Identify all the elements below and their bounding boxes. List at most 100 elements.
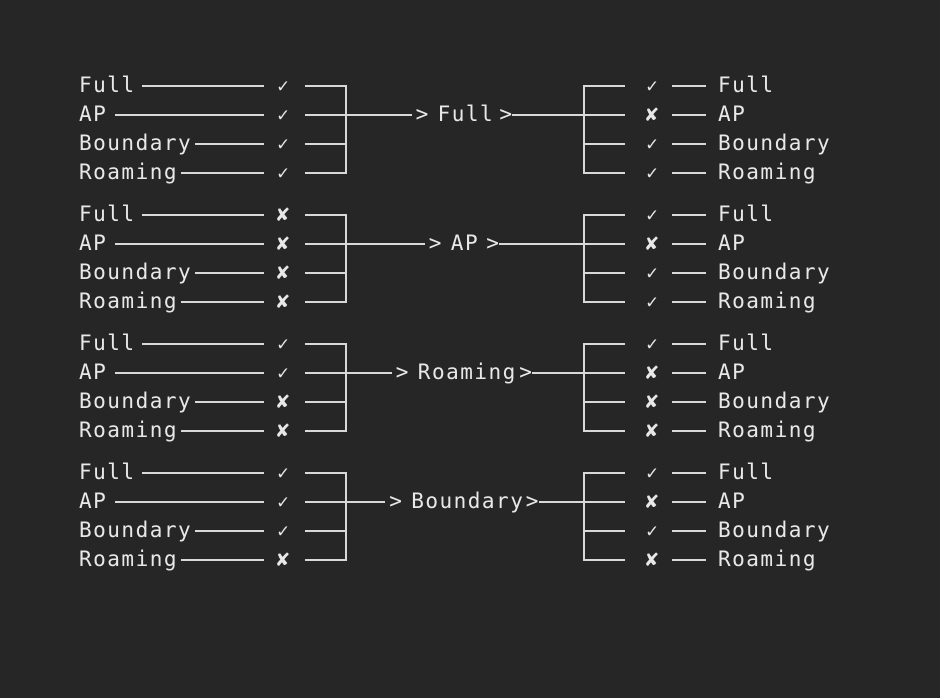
diagram-row: Boundary✓✓Boundary (0, 516, 940, 545)
right-bracket-spine (583, 85, 585, 172)
outgoing-chevron-icon: > (519, 360, 532, 384)
input-label: Roaming (79, 289, 179, 313)
output-connector-line (672, 472, 706, 474)
input-mark: ✓ (272, 100, 294, 129)
output-label: Boundary (718, 260, 832, 284)
input-label: AP (79, 489, 108, 513)
left-bracket-stub (305, 430, 347, 432)
input-connector-line (194, 530, 264, 532)
input-check-icon: ✓ (277, 491, 289, 513)
right-bracket-stub (583, 243, 625, 245)
input-connector-line (181, 301, 264, 303)
input-check-icon: ✓ (277, 133, 289, 155)
left-bracket-spine (345, 85, 347, 172)
right-bracket-stub (583, 559, 625, 561)
centre-node-label: AP (450, 231, 480, 255)
right-bracket-stub (583, 114, 625, 116)
output-mark: ✓ (641, 71, 663, 100)
input-mark: ✓ (272, 329, 294, 358)
input-mark: ✘ (272, 387, 294, 416)
left-bracket-spine (345, 343, 347, 430)
right-bracket-stub (583, 530, 625, 532)
centre-incoming-line (345, 243, 425, 245)
incoming-arrow-head-icon: > (415, 102, 429, 126)
input-label: AP (79, 231, 108, 255)
output-connector-line (672, 85, 706, 87)
output-label: Roaming (718, 160, 818, 184)
diagram-row: Roaming✘✘Roaming (0, 416, 940, 445)
output-check-icon: ✓ (646, 291, 658, 313)
left-bracket-stub (305, 472, 347, 474)
input-check-icon: ✓ (277, 333, 289, 355)
output-connector-line (672, 501, 706, 503)
output-connector-line (672, 343, 706, 345)
output-label: Full (718, 331, 775, 355)
input-connector-line (194, 143, 264, 145)
right-bracket-spine (583, 343, 585, 430)
output-label: Full (718, 202, 775, 226)
right-bracket-stub (583, 401, 625, 403)
output-label: Boundary (718, 131, 832, 155)
input-label: Boundary (79, 131, 193, 155)
input-connector-line (141, 85, 264, 87)
output-cross-icon: ✘ (645, 489, 659, 513)
output-mark: ✘ (641, 487, 663, 516)
input-mark: ✘ (272, 200, 294, 229)
output-mark: ✓ (641, 158, 663, 187)
output-connector-line (672, 172, 706, 174)
input-connector-line (181, 559, 264, 561)
input-mark: ✘ (272, 416, 294, 445)
input-connector-line (194, 401, 264, 403)
output-label: AP (718, 360, 747, 384)
input-mark: ✓ (272, 487, 294, 516)
right-bracket-stub (583, 430, 625, 432)
left-bracket-stub (305, 143, 347, 145)
output-cross-icon: ✘ (645, 389, 659, 413)
output-mark: ✓ (641, 200, 663, 229)
output-check-icon: ✓ (646, 520, 658, 542)
output-mark: ✓ (641, 329, 663, 358)
incoming-arrow-head-icon: > (395, 360, 409, 384)
output-mark: ✘ (641, 229, 663, 258)
output-label: Boundary (718, 518, 832, 542)
input-mark: ✓ (272, 358, 294, 387)
diagram-row: Full✓✓Full (0, 71, 940, 100)
left-bracket-stub (305, 372, 347, 374)
input-mark: ✓ (272, 158, 294, 187)
left-bracket-spine (345, 214, 347, 301)
output-check-icon: ✓ (646, 262, 658, 284)
centre-incoming-line (345, 372, 392, 374)
output-connector-line (672, 243, 706, 245)
right-bracket-stub (583, 172, 625, 174)
input-cross-icon: ✘ (276, 418, 290, 442)
input-check-icon: ✓ (277, 75, 289, 97)
right-bracket-stub (583, 143, 625, 145)
centre-incoming-line (345, 501, 386, 503)
input-label: Roaming (79, 547, 179, 571)
left-bracket-stub (305, 272, 347, 274)
centre-outgoing-line (532, 372, 585, 374)
centre-incoming-line (345, 114, 412, 116)
output-mark: ✓ (641, 287, 663, 316)
output-check-icon: ✓ (646, 75, 658, 97)
output-connector-line (672, 372, 706, 374)
input-label: Roaming (79, 418, 179, 442)
input-label: AP (79, 102, 108, 126)
output-connector-line (672, 559, 706, 561)
input-cross-icon: ✘ (276, 231, 290, 255)
centre-node-label: Full (437, 102, 495, 126)
output-mark: ✘ (641, 100, 663, 129)
diagram-row: Full✓✓Full (0, 458, 940, 487)
output-mark: ✘ (641, 545, 663, 574)
output-connector-line (672, 143, 706, 145)
diagram-row: Full✘✓Full (0, 200, 940, 229)
input-mark: ✘ (272, 287, 294, 316)
output-mark: ✓ (641, 258, 663, 287)
outgoing-chevron-icon: > (499, 102, 513, 126)
input-label: Full (79, 73, 136, 97)
output-connector-line (672, 430, 706, 432)
centre-node-label: Boundary (411, 489, 525, 513)
